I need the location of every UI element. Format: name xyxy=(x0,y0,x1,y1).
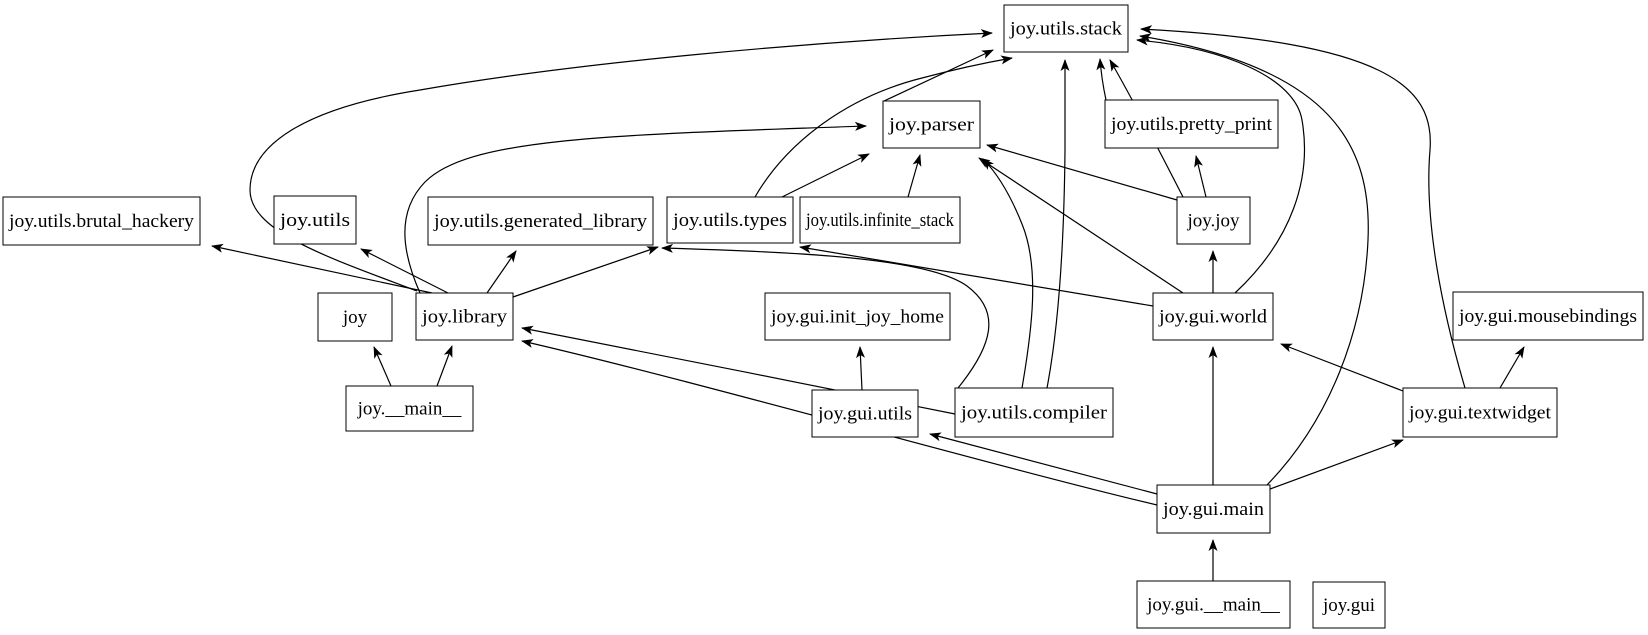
edge-joy-utils-compiler-to-joy-parser xyxy=(982,158,1034,389)
node-label-joy-utils-infinite-stack: joy.utils.infinite_stack xyxy=(805,210,954,231)
edge-joy-utils-compiler-to-joy-utils-generated-library xyxy=(661,243,990,389)
node-joy-gui-main: joy.gui.main xyxy=(1156,484,1271,534)
node-joy-main: joy.__main__ xyxy=(345,385,474,432)
node-box-joy-joy xyxy=(1176,196,1251,245)
edge-joy-library-to-joy-utils-generated-library xyxy=(486,250,517,294)
node-box-joy-gui-main xyxy=(1136,580,1291,629)
edge-joy-joy-to-joy-utils-pretty-print xyxy=(1194,155,1207,198)
node-box-joy-utils xyxy=(273,195,357,245)
node-box-joy-gui-mousebindings xyxy=(1452,291,1644,341)
node-box-joy-utils-infinite-stack xyxy=(799,196,961,244)
node-label-joy-gui-textwidget: joy.gui.textwidget xyxy=(1408,403,1552,424)
node-label-joy-parser: joy.parser xyxy=(888,115,975,136)
edge-joy-main-to-joy xyxy=(373,346,392,387)
node-label-joy-utils-types: joy.utils.types xyxy=(672,210,787,231)
node-joy-utils-types: joy.utils.types xyxy=(666,196,794,244)
edge-joy-gui-main-to-joy-utils-stack xyxy=(1139,33,1369,486)
node-box-joy-gui-init-joy-home xyxy=(764,292,951,341)
edge-joy-gui-main-to-joy-gui-textwidget xyxy=(1269,439,1404,490)
node-label-joy-utils-stack: joy.utils.stack xyxy=(1009,19,1123,40)
edge-joy-library-to-joy-parser xyxy=(404,121,867,294)
node-box-joy-gui xyxy=(1312,581,1386,629)
node-label-joy-main: joy.__main__ xyxy=(357,399,462,420)
edge-joy-parser-to-joy-utils-stack xyxy=(883,49,994,102)
node-label-joy-utils: joy.utils xyxy=(279,210,350,231)
node-joy-gui-world: joy.gui.world xyxy=(1152,292,1274,341)
node-joy-parser: joy.parser xyxy=(882,100,981,149)
node-label-joy-gui-main: joy.gui.main xyxy=(1162,499,1265,520)
edge-joy-utils-compiler-to-joy-utils-stack xyxy=(1046,59,1070,389)
node-label-joy-utils-compiler: joy.utils.compiler xyxy=(960,403,1108,424)
edge-joy-utils-types-to-joy-parser xyxy=(781,153,870,198)
node-joy-gui-main: joy.gui.__main__ xyxy=(1136,580,1291,629)
node-box-joy-utils-brutal-hackery xyxy=(2,196,201,246)
node-label-joy-gui-main: joy.gui.__main__ xyxy=(1146,595,1280,616)
node-joy-library: joy.library xyxy=(415,292,514,341)
node-label-joy-joy: joy.joy xyxy=(1186,211,1240,232)
edge-joy-library-to-joy-utils-types xyxy=(512,246,659,298)
edge-joy-gui-world-to-joy-parser xyxy=(978,157,1184,294)
edge-joy-library-to-joy-utils-stack xyxy=(249,29,993,292)
node-box-joy-utils-types xyxy=(666,196,794,244)
node-box-joy-main xyxy=(345,385,474,432)
node-box-joy-gui-textwidget xyxy=(1402,387,1558,438)
edge-joy-gui-textwidget-to-joy-gui-world xyxy=(1280,343,1404,392)
node-box-joy-parser xyxy=(882,100,981,149)
node-box-joy-utils-stack xyxy=(1003,4,1129,53)
node-joy-utils-generated-library: joy.utils.generated_library xyxy=(427,196,654,246)
node-label-joy: joy xyxy=(342,307,368,328)
edge-joy-gui-world-to-joy-utils-stack xyxy=(1136,36,1305,294)
edge-joy-utils-infinite-stack-to-joy-parser xyxy=(907,154,922,198)
edge-joy-gui-utils-to-joy-gui-init-joy-home xyxy=(856,346,866,391)
node-joy-gui-init-joy-home: joy.gui.init_joy_home xyxy=(764,292,951,341)
edge-joy-library-to-joy-utils-brutal-hackery xyxy=(211,243,433,294)
node-box-joy-gui-main xyxy=(1156,484,1271,534)
edge-joy-gui-main-to-joy-gui-utils xyxy=(929,432,1158,495)
node-joy-gui-mousebindings: joy.gui.mousebindings xyxy=(1452,291,1644,341)
edge-joy-gui-textwidget-to-joy-gui-mousebindings xyxy=(1499,346,1525,389)
edge-joy-joy-to-joy-parser xyxy=(986,143,1178,201)
edge-joy-utils-types-to-joy-utils-stack xyxy=(754,55,1013,198)
node-joy-utils-infinite-stack: joy.utils.infinite_stack xyxy=(799,196,961,244)
node-label-joy-gui-world: joy.gui.world xyxy=(1158,307,1268,328)
node-label-joy-utils-brutal-hackery: joy.utils.brutal_hackery xyxy=(8,211,195,232)
edge-joy-main-to-joy-library xyxy=(436,345,453,387)
node-joy: joy xyxy=(317,292,393,342)
node-joy-utils-stack: joy.utils.stack xyxy=(1003,4,1129,53)
node-label-joy-gui-utils: joy.gui.utils xyxy=(817,404,912,425)
node-box-joy-utils-generated-library xyxy=(427,196,654,246)
edge-joy-library-to-joy-utils xyxy=(360,248,449,294)
node-joy-gui-utils: joy.gui.utils xyxy=(811,389,919,438)
node-joy-gui-textwidget: joy.gui.textwidget xyxy=(1402,387,1558,438)
node-label-joy-gui-init-joy-home: joy.gui.init_joy_home xyxy=(770,307,944,328)
edge-joy-utils-pretty-print-to-joy-utils-stack xyxy=(1096,58,1107,101)
node-label-joy-library: joy.library xyxy=(421,307,508,328)
node-box-joy xyxy=(317,292,393,342)
edge-joy-gui-world-to-joy-utils-types xyxy=(799,244,1154,307)
node-joy-gui: joy.gui xyxy=(1312,581,1386,629)
edge-joy-gui-textwidget-to-joy-utils-stack xyxy=(1140,25,1466,389)
node-label-joy-utils-pretty-print: joy.utils.pretty_print xyxy=(1110,114,1273,135)
node-label-joy-gui: joy.gui xyxy=(1322,595,1375,616)
node-joy-utils: joy.utils xyxy=(273,195,357,245)
node-joy-utils-pretty-print: joy.utils.pretty_print xyxy=(1104,99,1279,149)
node-box-joy-utils-compiler xyxy=(954,387,1114,438)
node-box-joy-utils-pretty-print xyxy=(1104,99,1279,149)
node-box-joy-gui-world xyxy=(1152,292,1274,341)
node-joy-utils-compiler: joy.utils.compiler xyxy=(954,387,1114,438)
node-label-joy-gui-mousebindings: joy.gui.mousebindings xyxy=(1458,306,1637,327)
node-joy-utils-brutal-hackery: joy.utils.brutal_hackery xyxy=(2,196,201,246)
node-label-joy-utils-generated-library: joy.utils.generated_library xyxy=(433,211,648,232)
node-joy-joy: joy.joy xyxy=(1176,196,1251,245)
node-box-joy-library xyxy=(415,292,514,341)
node-box-joy-gui-utils xyxy=(811,389,919,438)
